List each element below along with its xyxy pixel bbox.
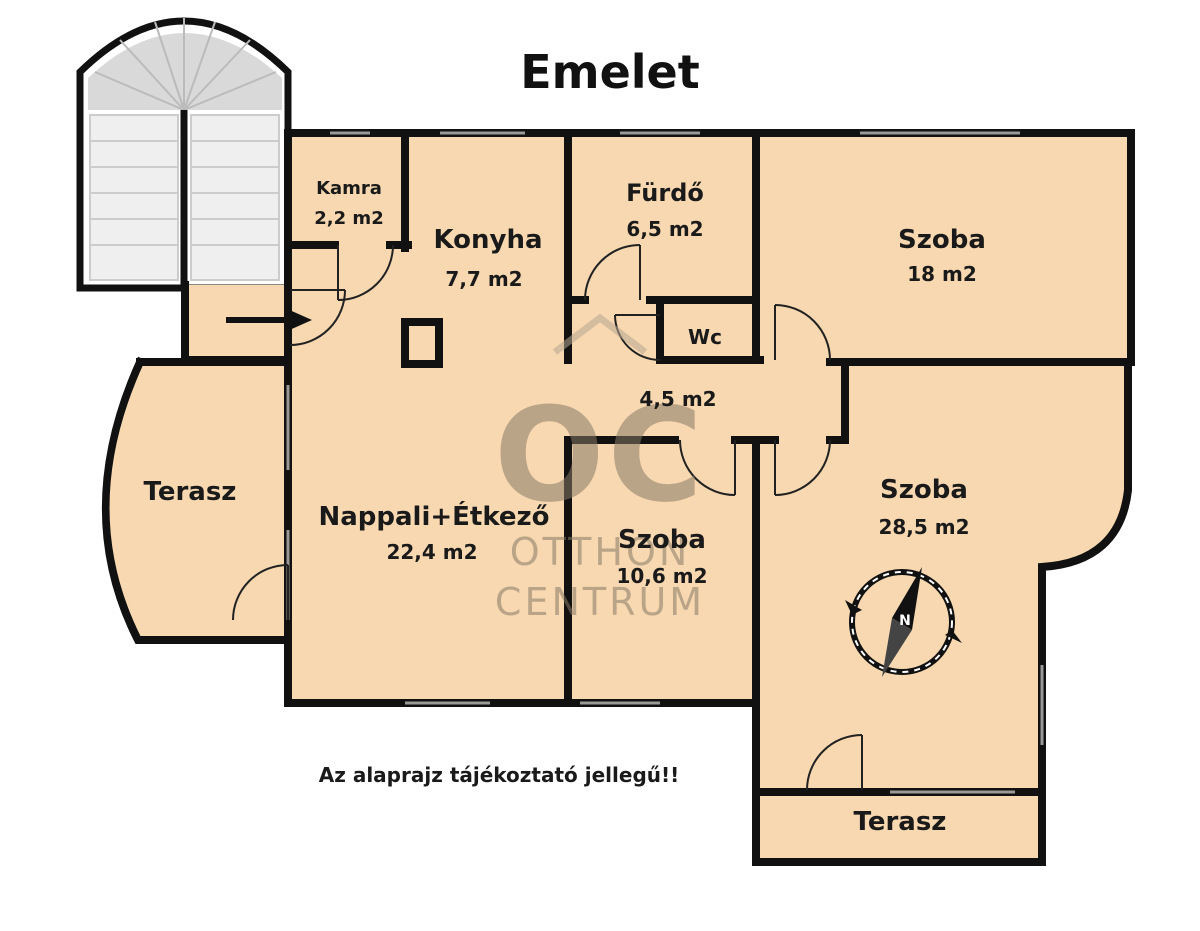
room-name-konyha: Konyha	[433, 225, 542, 255]
room-area-szoba-se: 28,5 m2	[878, 515, 969, 539]
room-name-szoba-se: Szoba	[880, 475, 968, 505]
watermark-line2: CENTRUM	[495, 580, 705, 624]
room-name-terasz-s: Terasz	[854, 807, 947, 837]
disclaimer-text: Az alaprajz tájékoztató jellegű!!	[319, 763, 680, 787]
watermark-line1: OTTHON	[510, 530, 691, 574]
room-area-nappali: 22,4 m2	[386, 540, 477, 564]
room-name-furdo: Fürdő	[626, 179, 704, 207]
room-area-szoba-mid: 10,6 m2	[616, 564, 707, 588]
room-name-terasz-w: Terasz	[144, 477, 237, 507]
room-name-szoba-mid: Szoba	[618, 525, 706, 555]
room-labels: Kamra 2,2 m2 Konyha 7,7 m2 Fürdő 6,5 m2 …	[144, 178, 986, 837]
room-name-nappali: Nappali+Étkező	[318, 500, 549, 532]
room-area-kamra: 2,2 m2	[314, 208, 383, 229]
watermark-logo: OC	[494, 379, 706, 531]
floor-areas	[104, 133, 1131, 861]
room-name-wc: Wc	[688, 325, 722, 349]
room-area-furdo: 6,5 m2	[626, 217, 703, 241]
watermark: OC OTTHON CENTRUM	[494, 313, 706, 624]
room-area-konyha: 7,7 m2	[445, 267, 522, 291]
staircase	[76, 17, 292, 292]
room-name-szoba-ne: Szoba	[898, 225, 986, 255]
plan-title: Emelet	[520, 45, 700, 99]
compass-north-label: N	[899, 613, 911, 629]
room-name-kamra: Kamra	[316, 178, 382, 199]
room-area-hall: 4,5 m2	[639, 387, 716, 411]
doors	[232, 244, 863, 791]
room-area-szoba-ne: 18 m2	[907, 262, 977, 286]
compass-icon: N	[845, 567, 962, 677]
entry-arrow-icon	[226, 308, 312, 332]
